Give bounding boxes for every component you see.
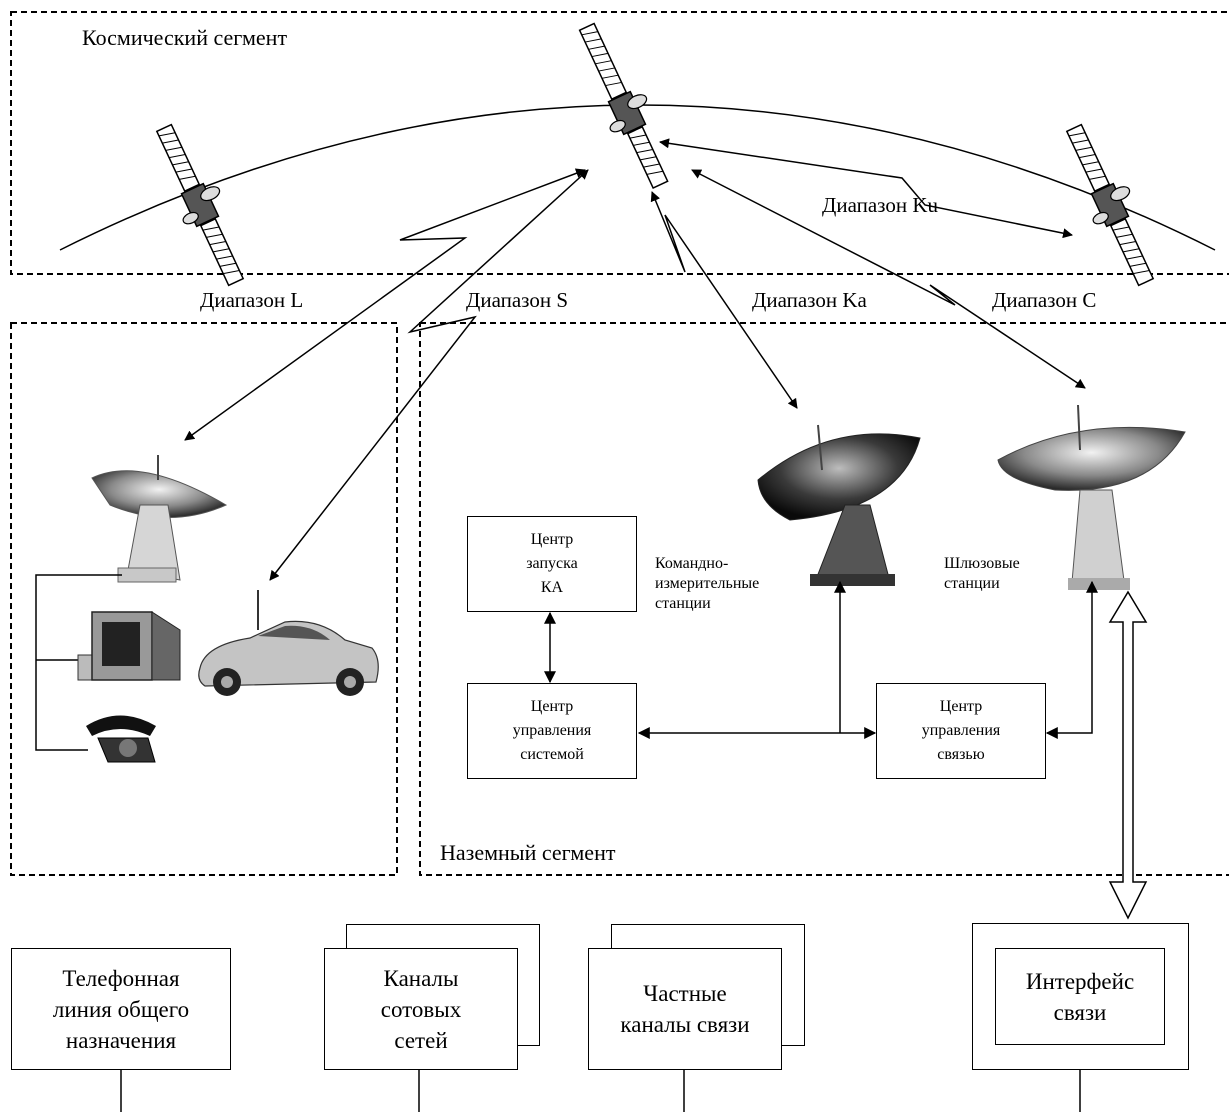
car-icon (198, 590, 379, 696)
band-ku-label: Диапазон Ku (822, 193, 938, 217)
space-segment-frame (10, 11, 1229, 275)
band-ka-label: Диапазон Ka (752, 288, 867, 312)
band-s-label: Диапазон S (466, 288, 569, 312)
connector (1045, 580, 1098, 739)
ground-segment-label: Наземный сегмент (440, 840, 616, 865)
band-c-label: Диапазон C (992, 288, 1097, 312)
system-control-center-box: Центр управления системой (467, 683, 637, 779)
trunk-double-arrow (1108, 590, 1148, 920)
dish-antenna-icon (91, 455, 228, 583)
user-segment-frame (10, 322, 398, 876)
launch-center-box: Центр запуска КА (467, 516, 637, 612)
satellite-icon (1065, 123, 1155, 287)
private-channels-box: Частные каналы связи (588, 948, 782, 1070)
dish-antenna-icon (757, 424, 921, 586)
space-segment-label: Космический сегмент (82, 25, 288, 50)
user-terminal-wiring (35, 574, 122, 751)
cellular-networks-box: Каналы сотовых сетей (324, 948, 518, 1070)
tt-stations-label: Командно- измерительные станции (655, 555, 760, 612)
link-s (269, 169, 589, 581)
pstn-box: Телефонная линия общего назначения (11, 948, 231, 1070)
gateway-stations-label: Шлюзовые станции (944, 555, 1020, 592)
computer-icon (77, 611, 181, 681)
comm-control-center-box: Центр управления связью (876, 683, 1046, 779)
band-l-label: Диапазон L (200, 288, 304, 312)
interface-box: Интерфейс связи (995, 948, 1165, 1045)
dish-antenna-icon (997, 404, 1186, 590)
satellite-icon (578, 22, 669, 189)
telephone-icon (86, 715, 156, 763)
link-ku (659, 138, 1073, 239)
